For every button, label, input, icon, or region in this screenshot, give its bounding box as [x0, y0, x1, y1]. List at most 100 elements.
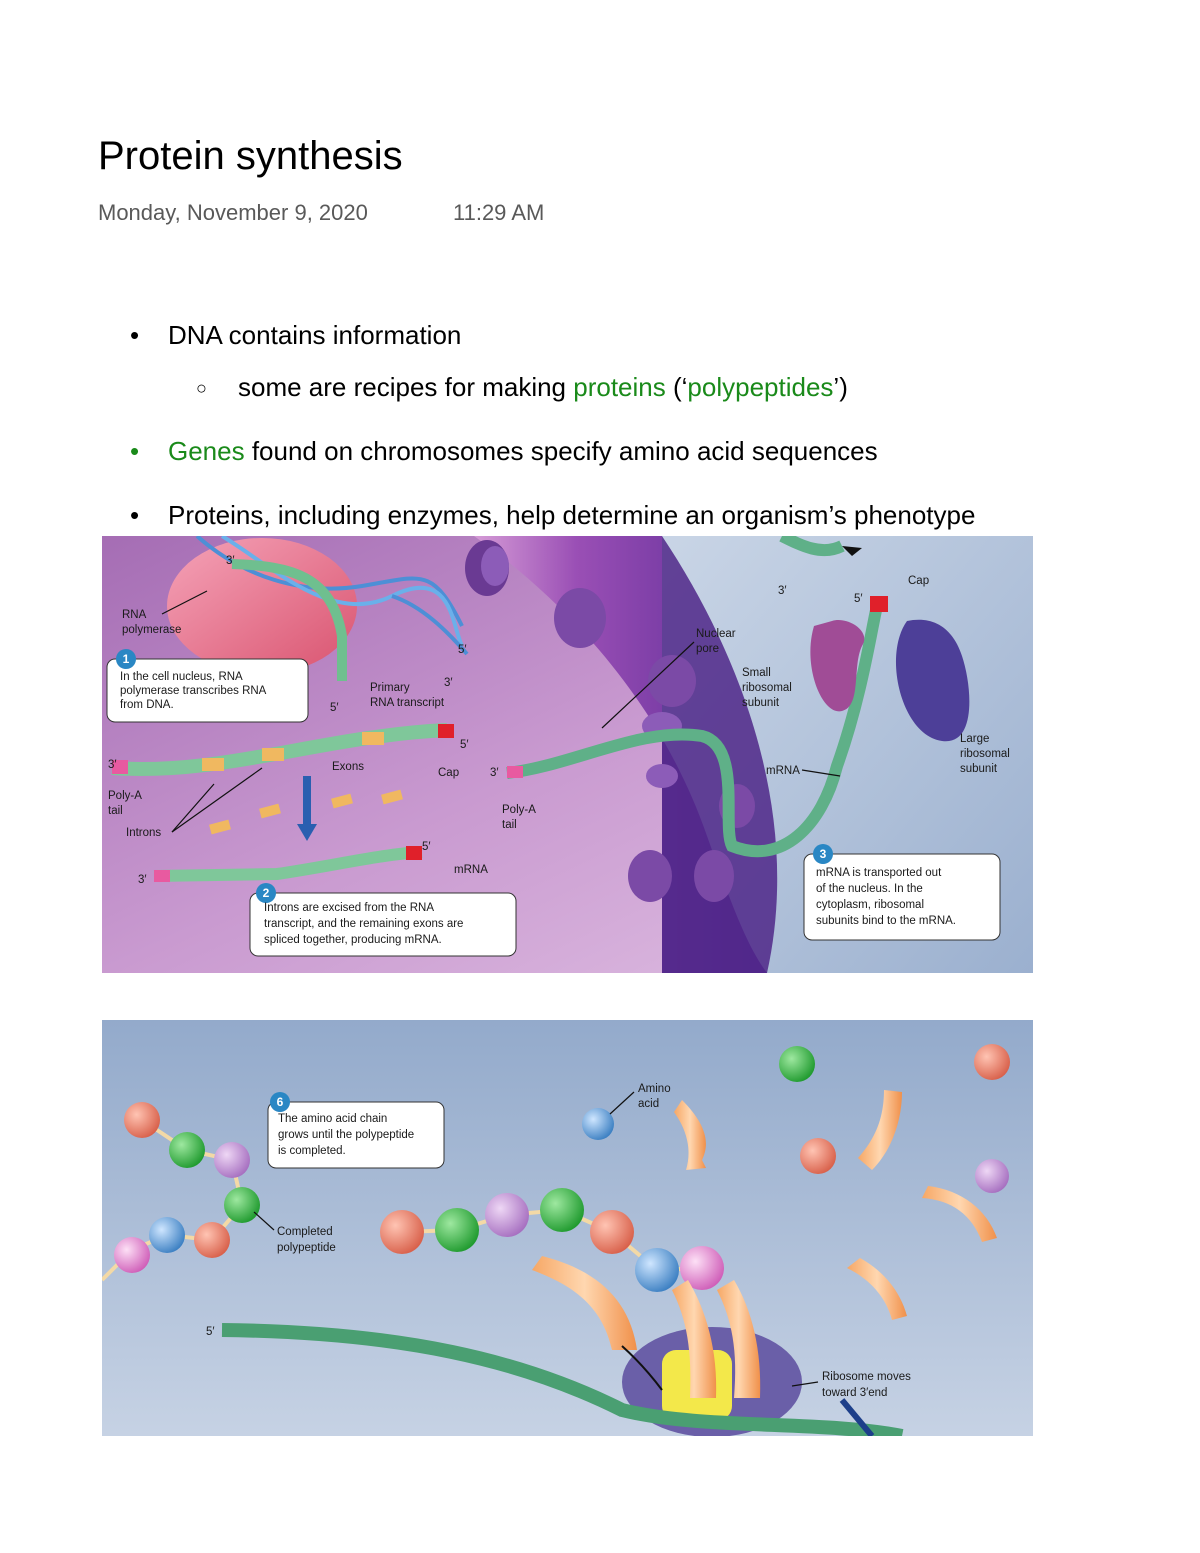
- label-cap: Cap: [438, 767, 459, 779]
- label-5prime: 5′: [458, 644, 467, 656]
- ribosome-arrow-icon: [621, 1345, 663, 1391]
- bound-trna-molecules: [532, 1256, 761, 1398]
- label-small-subunit: subunit: [742, 697, 780, 709]
- translation-diagram: Amino acid Completed polypeptide 5′ Ribo…: [102, 1020, 1033, 1436]
- amino-acid-icon: [114, 1237, 150, 1273]
- step-text: polymerase transcribes RNA: [120, 685, 267, 697]
- label-3prime: 3′: [778, 585, 787, 597]
- completed-polypeptide-chain: [102, 1102, 260, 1282]
- term-proteins: proteins: [573, 372, 666, 402]
- step-number: 2: [263, 886, 270, 900]
- growing-polypeptide-chain: [380, 1188, 724, 1292]
- mature-mrna-strand: [153, 846, 423, 882]
- bullet-text: some are recipes for making: [238, 372, 574, 402]
- large-ribosomal-subunit-icon: [895, 619, 970, 742]
- step-callout-3: 3 mRNA is transported out of the nucleus…: [803, 844, 1001, 941]
- amino-acid-icon: [590, 1210, 634, 1254]
- direction-arrow-icon: [842, 546, 862, 556]
- rna-polymerase-icon: [167, 538, 357, 674]
- direction-arrow-icon: [839, 1398, 875, 1436]
- label-cap: Cap: [908, 575, 929, 587]
- step-text: mRNA is transported out: [816, 867, 942, 879]
- step-callout-1: 1 In the cell nucleus, RNA polymerase tr…: [106, 649, 309, 723]
- cap-icon: [870, 596, 888, 612]
- trna-icon: [717, 1280, 761, 1398]
- transcription-diagram: 3′ RNA polymerase 5′ 3′ Primary RNA tran…: [102, 536, 1033, 973]
- amino-acid-icon: [169, 1132, 205, 1168]
- label-3prime: 3′: [108, 759, 117, 771]
- amino-acid-icon: [975, 1159, 1009, 1193]
- label-3prime: 3′: [226, 555, 235, 567]
- step-text: grows until the polypeptide: [278, 1129, 414, 1141]
- amino-acid-icon: [680, 1246, 724, 1290]
- label-5prime: 5′: [854, 593, 863, 605]
- label-completed-polypeptide: polypeptide: [277, 1242, 336, 1254]
- transcription-figure: 3′ RNA polymerase 5′ 3′ Primary RNA tran…: [102, 536, 1033, 973]
- step-text: is completed.: [278, 1145, 346, 1157]
- free-amino-acids: [582, 1044, 1010, 1193]
- label-completed-polypeptide: Completed: [277, 1226, 333, 1238]
- label-amino-acid: Amino: [638, 1083, 671, 1095]
- trna-icon: [847, 1258, 907, 1320]
- term-genes: Genes: [168, 436, 245, 466]
- label-mrna: mRNA: [454, 864, 488, 876]
- bullet-dot-icon: •: [130, 436, 140, 466]
- label-ribosome-moves: Ribosome moves: [822, 1371, 911, 1383]
- amino-acid-icon: [779, 1046, 815, 1082]
- label-large-subunit: subunit: [960, 763, 998, 775]
- step-text: Introns are excised from the RNA: [264, 902, 434, 914]
- label-nuclear-pore: pore: [696, 643, 719, 655]
- label-nuclear-pore: Nuclear: [696, 628, 736, 640]
- label-rna-polymerase: RNA: [122, 609, 147, 621]
- small-ribosomal-subunit-icon: [810, 620, 865, 712]
- step-text: transcript, and the remaining exons are: [264, 918, 463, 930]
- label-primary-transcript: Primary: [370, 682, 410, 694]
- bullet-text: (‘: [665, 372, 688, 402]
- bullet-text: ’): [833, 372, 848, 402]
- label-amino-acid: acid: [638, 1098, 659, 1110]
- step-text: subunits bind to the mRNA.: [816, 915, 956, 927]
- amino-acid-icon: [485, 1193, 529, 1237]
- term-polypeptides: polypeptides: [687, 372, 834, 402]
- exported-mrna-strand: [506, 604, 883, 858]
- label-mrna: mRNA: [766, 765, 800, 777]
- hollow-bullet-icon: ○: [196, 378, 207, 398]
- step-number: 1: [123, 652, 130, 666]
- label-3prime: 3′: [490, 767, 499, 779]
- amino-acid-icon: [194, 1222, 230, 1258]
- intron-segment: [262, 748, 284, 761]
- label-large-subunit: ribosomal: [960, 748, 1010, 760]
- mrna-strand-top: [779, 536, 845, 557]
- label-5prime: 5′: [206, 1326, 215, 1338]
- excised-introns: [209, 789, 403, 835]
- step-callout-6: 6 The amino acid chain grows until the p…: [267, 1092, 445, 1169]
- translation-figure: Amino acid Completed polypeptide 5′ Ribo…: [102, 1020, 1033, 1436]
- amino-acid-icon: [124, 1102, 160, 1138]
- amino-acid-icon: [800, 1138, 836, 1174]
- amino-acid-icon: [974, 1044, 1010, 1080]
- nuclear-pore-icon: [465, 540, 755, 902]
- trna-icon: [674, 1100, 706, 1170]
- splice-arrowhead-icon: [297, 824, 317, 841]
- amino-acid-icon: [582, 1108, 614, 1140]
- trna-icon: [922, 1186, 997, 1242]
- label-poly-a: tail: [108, 805, 123, 817]
- amino-acid-icon: [380, 1210, 424, 1254]
- amino-acid-icon: [540, 1188, 584, 1232]
- trna-icon: [672, 1280, 717, 1398]
- label-small-subunit: ribosomal: [742, 682, 792, 694]
- label-small-subunit: Small: [742, 667, 771, 679]
- label-3prime: 3′: [138, 874, 147, 886]
- free-trna-molecules: [674, 1090, 997, 1320]
- step-text: In the cell nucleus, RNA: [120, 671, 243, 683]
- step-number: 3: [820, 847, 827, 861]
- bullet-item: • Proteins, including enzymes, help dete…: [130, 500, 975, 531]
- bullet-item: • Genes found on chromosomes specify ami…: [130, 436, 878, 467]
- amino-acid-icon: [224, 1187, 260, 1223]
- page-time: 11:29 AM: [453, 200, 545, 225]
- pre-mrna-strand: [111, 723, 454, 777]
- step-text: The amino acid chain: [278, 1113, 387, 1125]
- trna-icon: [858, 1090, 902, 1170]
- bullet-text: found on chromosomes specify amino acid …: [244, 436, 878, 466]
- poly-a-tail-icon: [507, 766, 523, 778]
